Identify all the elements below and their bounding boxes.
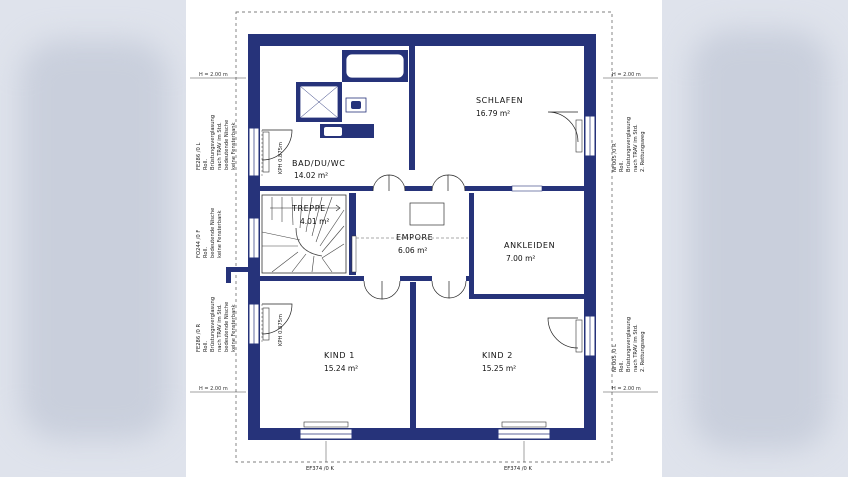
window-note-left-upper-2: Brüstungsverglasung bbox=[210, 115, 216, 170]
dimension-lines bbox=[190, 77, 658, 393]
room-name-treppe: TREPPE bbox=[291, 204, 326, 213]
window-note-left-upper-5: keine Fensterbank bbox=[231, 122, 237, 170]
window-code-bottom-right: EF374 /0 K bbox=[504, 466, 533, 472]
window-code-right-lower: NF005 /0 L bbox=[612, 344, 618, 372]
window-note-left-middle-3: keine Fensterbank bbox=[217, 210, 223, 258]
dim-top-left: H = 2.00 m bbox=[199, 72, 228, 78]
window-annotation-left-upper: FE286 /0 L Roll. Brüstungsverglasung nac… bbox=[196, 115, 237, 170]
window-sills bbox=[262, 119, 583, 428]
room-area-empore: 6.06 m² bbox=[398, 246, 427, 255]
window-code-left-lower: FE286 /0 R bbox=[196, 323, 202, 352]
room-name-kind1: KIND 1 bbox=[324, 351, 355, 360]
room-area-ankleiden: 7.00 m² bbox=[506, 254, 535, 263]
window-note-right-lower-2: Brüstungsverglasung bbox=[626, 317, 632, 372]
window-note-right-lower-4: 2. Rettungsweg bbox=[640, 331, 646, 372]
window-code-bottom-left: EF374 /0 K bbox=[306, 466, 335, 472]
window-code-right-upper: NF005 /0 R bbox=[612, 143, 618, 172]
dim-top-right: H = 2.00 m bbox=[612, 72, 641, 78]
window-code-left-middle: FO244 /0 F bbox=[196, 230, 202, 258]
window-note-left-middle-1: Roll. bbox=[203, 247, 209, 258]
floor-plan-sheet: H = 2.00 m H = 2.00 m H = 2.00 m H = 2.0… bbox=[186, 0, 662, 477]
window-annotation-right-lower: NF005 /0 L Roll. Brüstungsverglasung nac… bbox=[612, 317, 646, 372]
room-area-kind1: 15.24 m² bbox=[324, 364, 358, 373]
window-note-left-upper-3: nach TRAV im Std. bbox=[217, 122, 223, 170]
bottom-marker-lines bbox=[325, 441, 525, 462]
window-note-right-upper-2: Brüstungsverglasung bbox=[626, 117, 632, 172]
window-note-right-upper-1: Roll. bbox=[619, 161, 625, 172]
staircase bbox=[261, 194, 357, 274]
dim-bottom-right: H = 2.00 m bbox=[612, 386, 641, 392]
window-note-left-lower-3: nach TRAV im Std. bbox=[217, 304, 223, 352]
roof-outline bbox=[235, 11, 613, 463]
window-note-left-lower-4: bedeutende Nische bbox=[224, 302, 230, 352]
ankleiden-opening bbox=[511, 185, 543, 192]
window-note-right-upper-4: 2. Rettungsweg bbox=[640, 131, 646, 172]
room-area-bad: 14.02 m² bbox=[294, 171, 328, 180]
window-note-left-middle-2: bedeutende Nische bbox=[210, 208, 216, 258]
window-glass-lines bbox=[253, 116, 591, 435]
bathroom-fixtures bbox=[296, 50, 408, 138]
room-name-ankleiden: ANKLEIDEN bbox=[504, 241, 555, 250]
room-name-bad: BAD/DU/WC bbox=[292, 159, 345, 168]
window-annotation-left-lower: FE286 /0 R Roll. Brüstungsverglasung nac… bbox=[196, 297, 237, 352]
empore-opening bbox=[409, 202, 445, 226]
room-area-schlafen: 16.79 m² bbox=[476, 109, 510, 118]
door-note-bad: KPH 0.875m bbox=[278, 142, 284, 174]
window-annotation-left-middle: FO244 /0 F Roll. bedeutende Nische keine… bbox=[196, 208, 223, 258]
room-name-kind2: KIND 2 bbox=[482, 351, 513, 360]
room-name-schlafen: SCHLAFEN bbox=[476, 96, 523, 105]
room-name-empore: EMPORE bbox=[396, 233, 433, 242]
window-note-left-upper-4: bedeutende Nische bbox=[224, 120, 230, 170]
window-note-right-lower-1: Roll. bbox=[619, 361, 625, 372]
window-annotation-right-upper: NF005 /0 R Roll. Brüstungsverglasung nac… bbox=[612, 117, 646, 172]
window-note-right-upper-3: nach TRAV im Std. bbox=[633, 124, 639, 172]
door-swings bbox=[261, 111, 579, 349]
door-note-kind1: KPH 0.875m bbox=[278, 314, 284, 346]
room-area-kind2: 15.25 m² bbox=[482, 364, 516, 373]
window-note-left-lower-5: keine Fensterbank bbox=[231, 304, 237, 352]
floor-plan: H = 2.00 m H = 2.00 m H = 2.00 m H = 2.0… bbox=[190, 11, 658, 472]
room-area-treppe: 4.01 m² bbox=[300, 217, 329, 226]
window-note-right-lower-3: nach TRAV im Std. bbox=[633, 324, 639, 372]
window-note-left-upper-1: Roll. bbox=[203, 159, 209, 170]
window-note-left-lower-2: Brüstungsverglasung bbox=[210, 297, 216, 352]
window-note-left-lower-1: Roll. bbox=[203, 341, 209, 352]
dim-bottom-left: H = 2.00 m bbox=[199, 386, 228, 392]
window-code-left-upper: FE286 /0 L bbox=[196, 142, 202, 170]
